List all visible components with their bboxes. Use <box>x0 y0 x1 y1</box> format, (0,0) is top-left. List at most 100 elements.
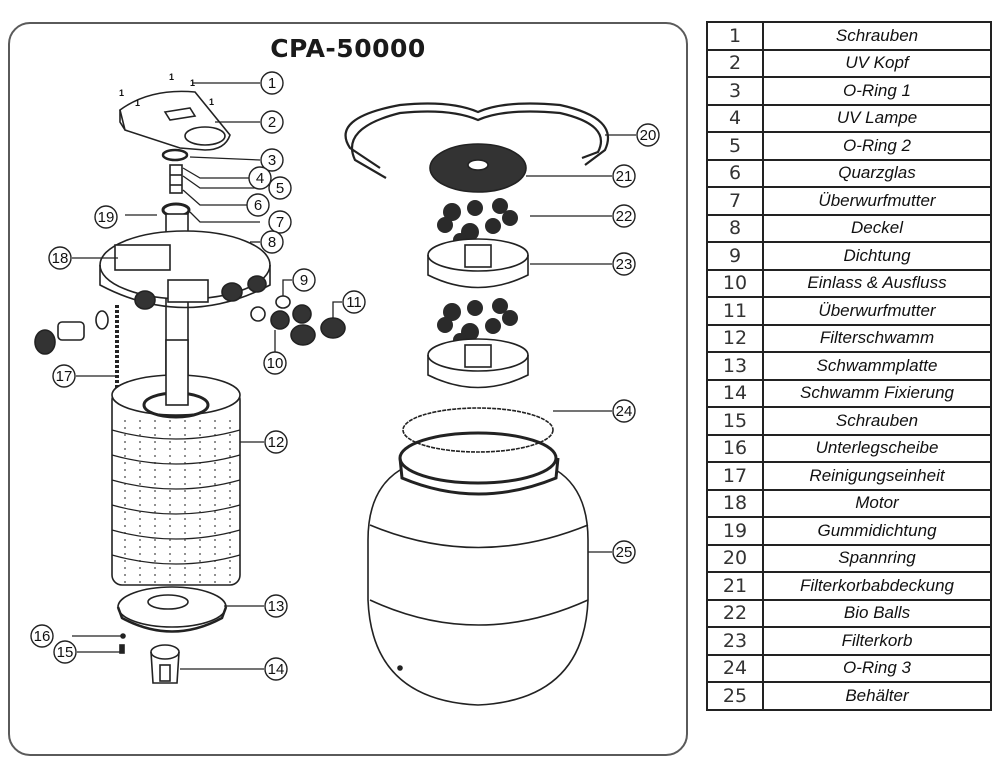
svg-text:21: 21 <box>616 168 633 185</box>
part-number: 23 <box>706 626 764 656</box>
part-number: 3 <box>706 76 764 106</box>
part-number: 10 <box>706 268 764 298</box>
part-name: Schrauben <box>762 21 992 51</box>
bio-balls-part <box>437 198 518 347</box>
callout-25: 25 <box>612 540 636 564</box>
part-name: Überwurfmutter <box>762 186 992 216</box>
svg-text:5: 5 <box>276 180 284 197</box>
part-number: 20 <box>706 543 764 573</box>
part-number: 8 <box>706 213 764 243</box>
part-number: 22 <box>706 598 764 628</box>
callout-23: 23 <box>612 252 636 276</box>
part-name: Bio Balls <box>762 598 992 628</box>
part-number: 24 <box>706 653 764 683</box>
svg-text:1: 1 <box>268 75 276 92</box>
screw-mark: 1 <box>135 98 140 108</box>
callout-10: 10 <box>263 351 287 375</box>
sponge-fixing-part <box>150 644 180 684</box>
svg-text:7: 7 <box>276 214 284 231</box>
svg-text:22: 22 <box>616 208 633 225</box>
svg-text:11: 11 <box>346 294 362 311</box>
part-name: Deckel <box>762 213 992 243</box>
part-number: 7 <box>706 186 764 216</box>
callout-3: 3 <box>260 148 284 172</box>
part-name: Behälter <box>762 681 992 711</box>
svg-text:4: 4 <box>256 170 264 187</box>
svg-text:19: 19 <box>98 209 115 226</box>
svg-text:15: 15 <box>57 644 74 661</box>
screw-mark: 1 <box>119 88 124 98</box>
part-number: 21 <box>706 571 764 601</box>
screw-mark: 1 <box>209 97 214 107</box>
part-name: Schwammplatte <box>762 351 992 381</box>
screw-mark: 1 <box>169 72 174 82</box>
lid-part <box>99 230 271 310</box>
svg-text:2: 2 <box>268 114 276 131</box>
part-name: Reinigungseinheit <box>762 461 992 491</box>
svg-text:13: 13 <box>268 598 285 615</box>
right-fittings <box>250 295 346 346</box>
callout-14: 14 <box>264 657 288 681</box>
part-number: 11 <box>706 296 764 326</box>
part-name: Unterlegscheibe <box>762 433 992 463</box>
part-name: UV Lampe <box>762 103 992 133</box>
part-name: Schwamm Fixierung <box>762 378 992 408</box>
part-name: Gummidichtung <box>762 516 992 546</box>
callout-20: 20 <box>636 123 660 147</box>
svg-text:25: 25 <box>616 544 633 561</box>
part-number: 9 <box>706 241 764 271</box>
part-name: Filterkorbabdeckung <box>762 571 992 601</box>
svg-text:24: 24 <box>616 403 633 420</box>
filter-sponge-part <box>111 339 241 586</box>
filter-basket-part <box>427 238 529 389</box>
callout-1: 1 <box>260 71 284 95</box>
part-name: Quarzglas <box>762 158 992 188</box>
uv-head-part <box>119 90 231 151</box>
screw-part <box>119 644 125 654</box>
diagram-title: CPA-50000 <box>270 34 426 63</box>
callout-21: 21 <box>612 164 636 188</box>
part-number: 16 <box>706 433 764 463</box>
svg-text:16: 16 <box>34 628 51 645</box>
o-ring-1-part <box>161 148 189 162</box>
part-name: Spannring <box>762 543 992 573</box>
part-name: O-Ring 1 <box>762 76 992 106</box>
svg-text:20: 20 <box>640 127 657 144</box>
callout-22: 22 <box>612 204 636 228</box>
part-name: Einlass & Ausfluss <box>762 268 992 298</box>
part-number: 19 <box>706 516 764 546</box>
part-name: Überwurfmutter <box>762 296 992 326</box>
callout-16: 16 <box>30 624 54 648</box>
callout-5: 5 <box>268 176 292 200</box>
svg-text:23: 23 <box>616 256 633 273</box>
part-name: O-Ring 3 <box>762 653 992 683</box>
svg-text:17: 17 <box>56 368 73 385</box>
part-number: 15 <box>706 406 764 436</box>
part-name: Motor <box>762 488 992 518</box>
part-name: Schrauben <box>762 406 992 436</box>
callout-11: 11 <box>342 290 366 314</box>
svg-text:8: 8 <box>268 234 276 251</box>
callout-13: 13 <box>264 594 288 618</box>
callout-6: 6 <box>246 193 270 217</box>
svg-text:6: 6 <box>254 197 262 214</box>
callout-2: 2 <box>260 110 284 134</box>
part-name: UV Kopf <box>762 48 992 78</box>
